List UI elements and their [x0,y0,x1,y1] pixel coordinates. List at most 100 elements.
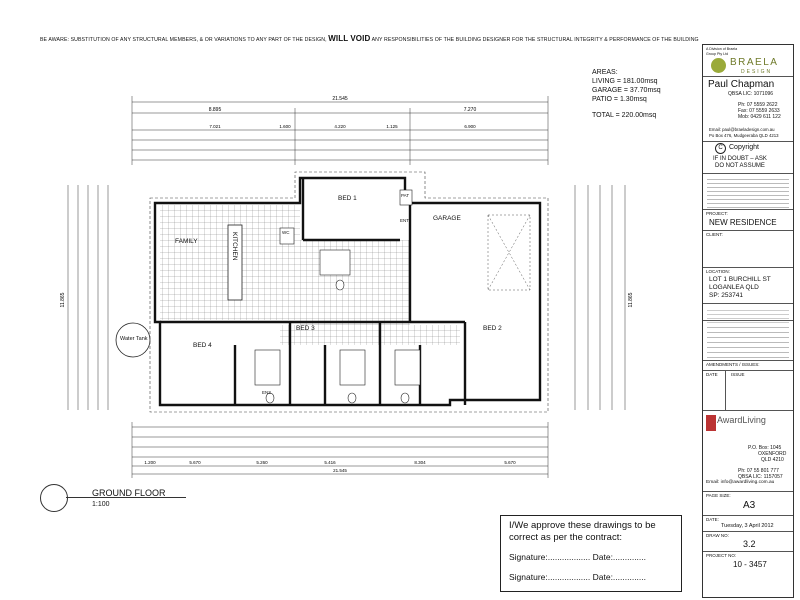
client-label: CLIENT: [706,232,723,237]
brand-name: BRAELA [730,57,779,68]
room-family: FAMILY [175,238,198,245]
amendments-label: AMENDMENTS / ISSUES: [706,362,760,367]
designer-email[interactable]: Email: paul@braeladesign.com.au [709,127,775,132]
date-field-label: DATE: [706,517,719,522]
copyright-label: Copyright [729,144,759,151]
fixtures [254,227,421,404]
side-dimensions [67,185,626,410]
wind-rating-table [707,323,789,359]
dim-bottom-a: 1.200 [144,460,156,465]
project-name: NEW RESIDENCE [709,218,777,227]
dim-bottom-d: 5.416 [324,460,336,465]
project-no-label: PROJECT NO: [706,553,737,558]
builder-phone: Ph: 07 55 801 777 [738,468,779,474]
walls [153,176,542,407]
page-size-value: A3 [743,500,756,511]
location-line-3: SP: 253741 [709,292,743,299]
room-bed3: BED 3 [296,325,315,332]
dim-bottom-f: 5.670 [504,460,516,465]
room-ensuite: ENS [262,390,272,395]
areas-heading: AREAS: [592,69,618,76]
areas-summary: AREAS: LIVING = 181.00msq GARAGE = 37.70… [592,68,661,120]
drawing-no-value: 3.2 [743,539,756,549]
designer-mobile: Mob: 0429 611 122 [738,114,781,120]
builder-state: QLD 4210 [761,457,784,463]
designer-qbsa: QBSA LIC: 1071096 [728,91,774,97]
doubt-line-1: IF IN DOUBT – ASK [713,156,767,162]
designer-fax: Fax: 07 5559 2633 [738,108,780,114]
awardliving-logo-icon [706,415,716,431]
builder-name: AwardLiving [717,415,766,425]
doubt-line-2: DO NOT ASSUME [715,163,765,169]
warning-text-post: ANY RESPONSIBILITIES OF THE BUILDING DES… [371,37,699,43]
dim-row1-e: 6.900 [464,124,476,129]
signature-line-2[interactable]: Signature:.................. Date:......… [509,572,646,582]
signature-line-1[interactable]: Signature:.................. Date:......… [509,552,646,562]
builder-email[interactable]: Email: info@awardliving.com.au [706,480,775,485]
dim-row1-c: 4.220 [334,124,346,129]
warning-text-bold: WILL VOID [328,34,371,43]
room-entry: ENT [400,218,409,223]
garage-car-bay [487,214,531,291]
page-size-label: PAGE SIZE: [706,493,731,498]
kitchen-bench [227,224,243,301]
dim-row1-d: 1.125 [386,124,398,129]
date-field-value: Tuesday, 3 April 2012 [721,523,774,529]
warning-text-pre: BE AWARE: SUBSTITUTION OF ANY STRUCTURAL… [40,37,327,43]
dim-right-total: 11.865 [628,292,634,307]
dim-overall-bottom: 21.545 [333,468,347,473]
area-living: LIVING = 181.00msq [592,78,658,85]
section-marker-circle [40,484,68,512]
issue-column-label: ISSUE [731,372,745,377]
room-bed2: BED 2 [483,325,502,332]
title-block: A Division of Braela Group Pty Ltd BRAEL… [702,44,794,598]
roof-outline [149,171,549,413]
brand-sub: DESIGN [741,69,773,75]
hall-tiles [300,240,410,325]
structural-warning: BE AWARE: SUBSTITUTION OF ANY STRUCTURAL… [40,34,699,43]
area-patio: PATIO = 1.30msq [592,96,647,103]
designer-name: Paul Chapman [708,79,775,90]
room-patio: PAT [401,193,410,198]
approval-line-2: correct as per the contract: [509,532,622,543]
plan-title: GROUND FLOOR [92,488,166,498]
room-wc: WC [282,230,290,235]
amend-col-divider [725,370,726,410]
dim-bottom-c: 5.260 [256,460,268,465]
builder-po-box: P.O. Box: 1045 [748,445,782,451]
room-garage: GARAGE [433,215,461,222]
dim-bottom-e: 8.304 [414,460,426,465]
corridor-tiles [280,325,460,345]
location-line-1: LOT 1 BURCHILL ST [709,276,771,283]
patio-box [399,189,413,206]
dim-row1-a: 7.021 [209,124,221,129]
dim-top-a: 8.895 [209,107,222,113]
approval-box: I/We approve these drawings to be correc… [500,515,682,592]
dim-left-total: 11.865 [60,292,66,307]
approval-line-1: I/We approve these drawings to be [509,520,656,531]
top-dimensions [131,96,549,165]
area-total: TOTAL = 220.00msq [592,112,657,119]
construction-notes [707,176,789,208]
dim-overall-top: 21.545 [332,96,348,102]
approval-statement: I/We approve these drawings to be correc… [509,520,656,544]
braela-logo-icon [711,58,726,73]
water-tank-circle [115,322,151,358]
dim-top-b: 7.270 [464,107,477,113]
area-garage: GARAGE = 37.70msq [592,87,661,94]
room-water-tank: Water Tank [120,336,148,342]
location-line-2: LOGANLEA QLD [709,284,759,291]
project-label: PROJECT: [706,211,728,216]
dim-bottom-b: 5.670 [189,460,201,465]
builder-qbsa: QBSA LIC: 1157057 [738,474,783,480]
location-label: LOCATION: [706,269,730,274]
dim-row1-b: 1.600 [279,124,291,129]
group-note: A Division of Braela Group Pty Ltd [706,47,738,56]
copyright-icon: C [715,143,726,154]
designer-phone: Ph: 07 5559 2622 [738,102,778,108]
drawing-no-label: DRAW NO: [706,533,729,538]
floor-plan: 21.545 8.895 7.270 7.021 1.600 4.220 1.1… [60,96,634,478]
designer-po-box: Po Box 476, Mudgeeraba QLD 4213 [709,133,779,138]
builder-city: OXENFORD [758,451,787,457]
